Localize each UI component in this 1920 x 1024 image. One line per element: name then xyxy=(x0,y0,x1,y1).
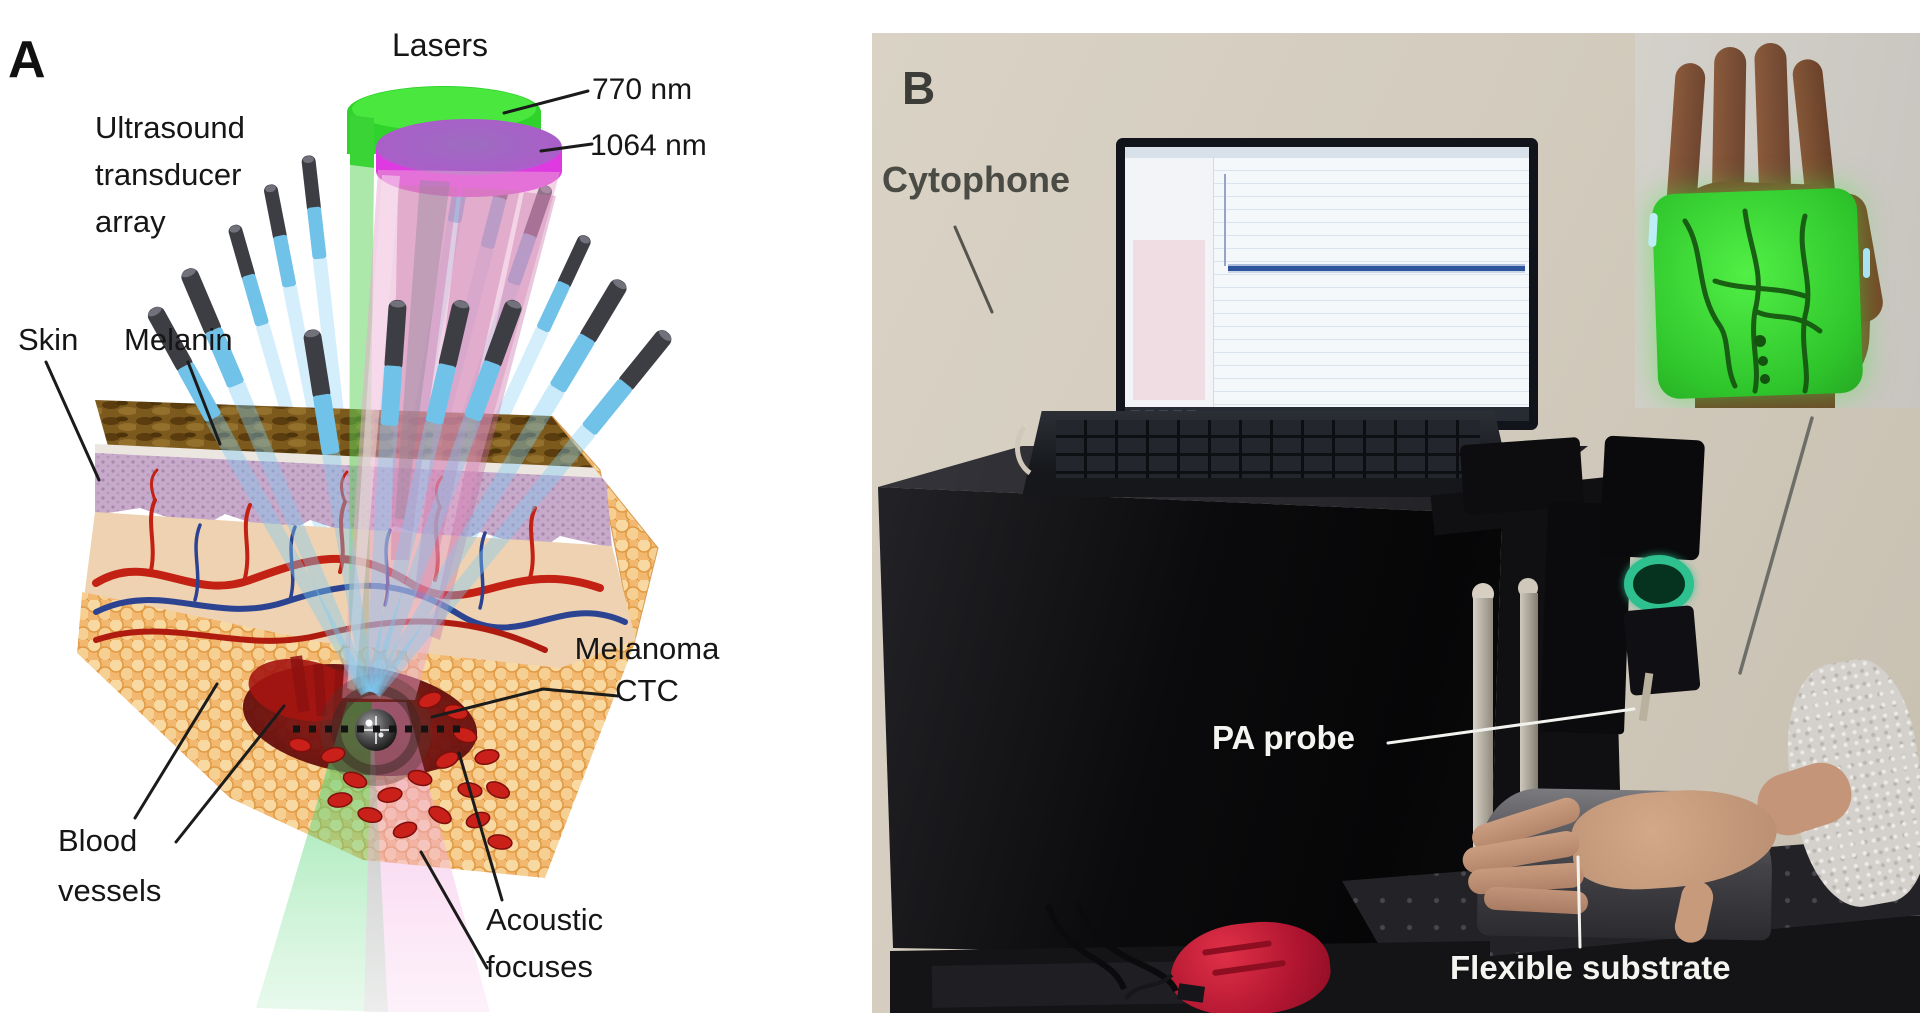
acquisition-software xyxy=(1125,147,1529,421)
laser-glint xyxy=(1863,248,1870,278)
flexible-substrate-label: Flexible substrate xyxy=(1450,949,1731,986)
laser-beam xyxy=(342,115,560,700)
leader-lines xyxy=(44,89,620,970)
signal-peak xyxy=(1224,174,1226,266)
laptop-keys xyxy=(1056,420,1480,478)
wavelength-770-label: 770 nm xyxy=(592,73,693,106)
transducer-rod xyxy=(368,279,627,697)
skin-label: Skin xyxy=(18,322,79,357)
laptop-screen xyxy=(1116,138,1538,430)
hand-illumination-inset xyxy=(1635,33,1920,408)
cytophone-label: Cytophone xyxy=(882,159,1070,200)
lasers-label: Lasers xyxy=(392,27,489,63)
signal-trace xyxy=(1228,266,1525,271)
cytophone-photo: B Cytophone PA probe Flexible substrate xyxy=(872,33,1920,1013)
panel-b-tag: B xyxy=(902,62,936,114)
transducer-rod xyxy=(365,300,470,694)
transducer-rod xyxy=(367,299,522,695)
melanoma-ctc-label: Melanoma CTC xyxy=(574,631,720,708)
probe-head-body xyxy=(1598,435,1706,561)
vessel-network xyxy=(92,468,628,653)
melanin-label: Melanin xyxy=(124,322,233,357)
melanoma-ctc-focus xyxy=(288,674,513,850)
blood-vessels-label: Blood vessels xyxy=(58,823,162,908)
wavelength-1064-label: 1064 nm xyxy=(590,129,707,162)
transducer-rod xyxy=(181,268,373,695)
pa-probe-label: PA probe xyxy=(1212,719,1356,756)
probe-lower-housing xyxy=(1623,605,1701,696)
transducer-rod xyxy=(303,329,375,694)
software-settings-panel xyxy=(1133,240,1205,400)
vein-pattern xyxy=(1682,208,1823,394)
red-blood-cells xyxy=(288,691,513,850)
transducer-rod xyxy=(364,299,407,693)
acoustic-focuses-label: Acoustic focuses xyxy=(486,902,604,984)
transducer-array-front xyxy=(147,268,672,698)
footswitch-connector xyxy=(1177,983,1205,1003)
laptop-keyboard xyxy=(1022,411,1514,497)
panel-a-tag: A xyxy=(8,31,46,89)
software-side-panel xyxy=(1125,158,1214,407)
probe-lens-ring xyxy=(1624,555,1694,613)
skin-cross-section-illustration xyxy=(44,86,672,1012)
panel-a: A Lasers 770 nm 1064 nm Ultrasound trans… xyxy=(0,0,860,1024)
transducer-array-label: Ultrasound transducer array xyxy=(95,110,245,239)
transducer-rod xyxy=(370,330,672,698)
software-plot-area xyxy=(1214,158,1529,407)
